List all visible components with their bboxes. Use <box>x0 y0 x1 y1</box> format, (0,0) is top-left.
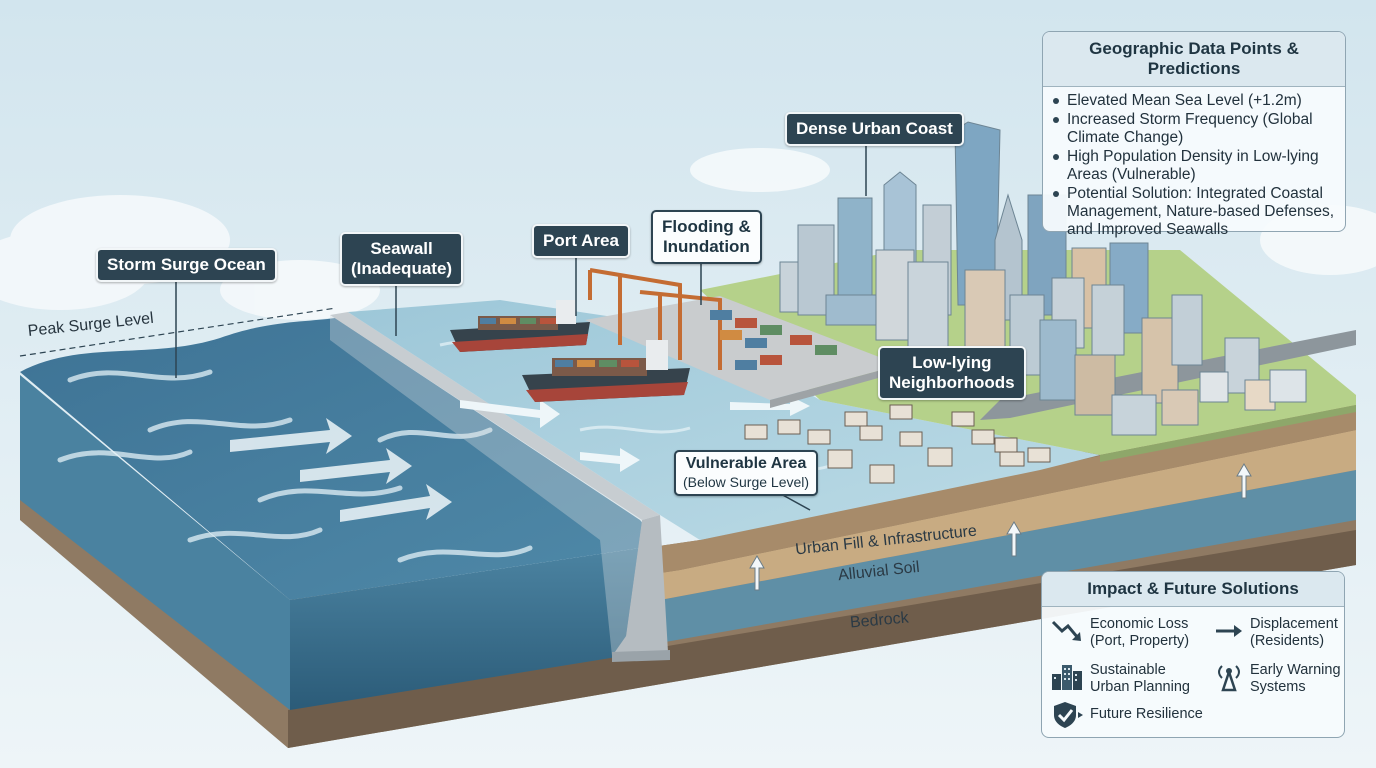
storm-surge-ocean <box>20 318 660 710</box>
future-resilience-text: Future Resilience <box>1090 706 1203 722</box>
label-storm-surge-ocean: Storm Surge Ocean <box>96 248 277 282</box>
flooded-houses <box>744 404 1051 484</box>
data-points-list: Elevated Mean Sea Level (+1.2m) Increase… <box>1043 92 1345 239</box>
data-point-item: High Population Density in Low-lying Are… <box>1053 148 1335 184</box>
arrow-right-icon <box>1216 625 1242 637</box>
groundwater-arrows <box>749 463 1252 591</box>
impact-economic-loss: Economic Loss (Port, Property) <box>1050 616 1189 650</box>
data-panel-title: Geographic Data Points & Predictions <box>1043 32 1345 87</box>
container-ship-2 <box>522 340 690 402</box>
label-vulnerable-area: Vulnerable Area (Below Surge Level) <box>674 450 819 496</box>
impact-panel-title: Impact & Future Solutions <box>1042 572 1344 607</box>
impact-solutions-panel: Impact & Future Solutions Economic Loss … <box>1041 571 1345 738</box>
geographic-data-panel: Geographic Data Points & Predictions Ele… <box>1042 31 1346 238</box>
vulnerable-area-title: Vulnerable Area <box>685 455 807 472</box>
data-point-item: Elevated Mean Sea Level (+1.2m) <box>1053 92 1335 110</box>
data-point-item: Increased Storm Frequency (Global Climat… <box>1053 111 1335 147</box>
impact-sustainable-planning: Sustainable Urban Planning <box>1050 662 1190 696</box>
data-point-item: Potential Solution: Integrated Coastal M… <box>1053 185 1335 238</box>
label-port-area: Port Area <box>532 224 630 258</box>
shield-check-icon <box>1054 702 1083 728</box>
signal-tower-icon <box>1218 665 1240 692</box>
label-dense-urban-coast: Dense Urban Coast <box>785 112 964 146</box>
peak-surge-line <box>19 307 337 357</box>
trend-down-icon <box>1051 620 1081 641</box>
port-terminal <box>585 268 900 408</box>
label-flooding-inundation: Flooding & Inundation <box>651 210 762 264</box>
sustainable-planning-text: Sustainable Urban Planning <box>1090 662 1190 695</box>
economic-loss-text: Economic Loss (Port, Property) <box>1090 616 1190 649</box>
surge-arrows <box>230 418 452 522</box>
container-ship-1 <box>450 300 590 352</box>
impact-displacement: Displacement (Residents) <box>1214 616 1338 650</box>
flood-water <box>348 300 1100 540</box>
buildings-icon <box>1052 665 1082 690</box>
label-low-lying-neighborhoods: Low-lying Neighborhoods <box>878 346 1026 400</box>
impact-future-resilience: Future Resilience <box>1050 700 1203 730</box>
label-seawall: Seawall (Inadequate) <box>340 232 464 286</box>
displacement-text: Displacement (Residents) <box>1250 616 1338 649</box>
vulnerable-area-subtitle: (Below Surge Level) <box>683 474 810 490</box>
seawall <box>330 312 670 662</box>
city-skyline <box>779 121 1307 436</box>
early-warning-text: Early Warning Systems <box>1250 662 1341 695</box>
impact-early-warning: Early Warning Systems <box>1214 662 1341 696</box>
